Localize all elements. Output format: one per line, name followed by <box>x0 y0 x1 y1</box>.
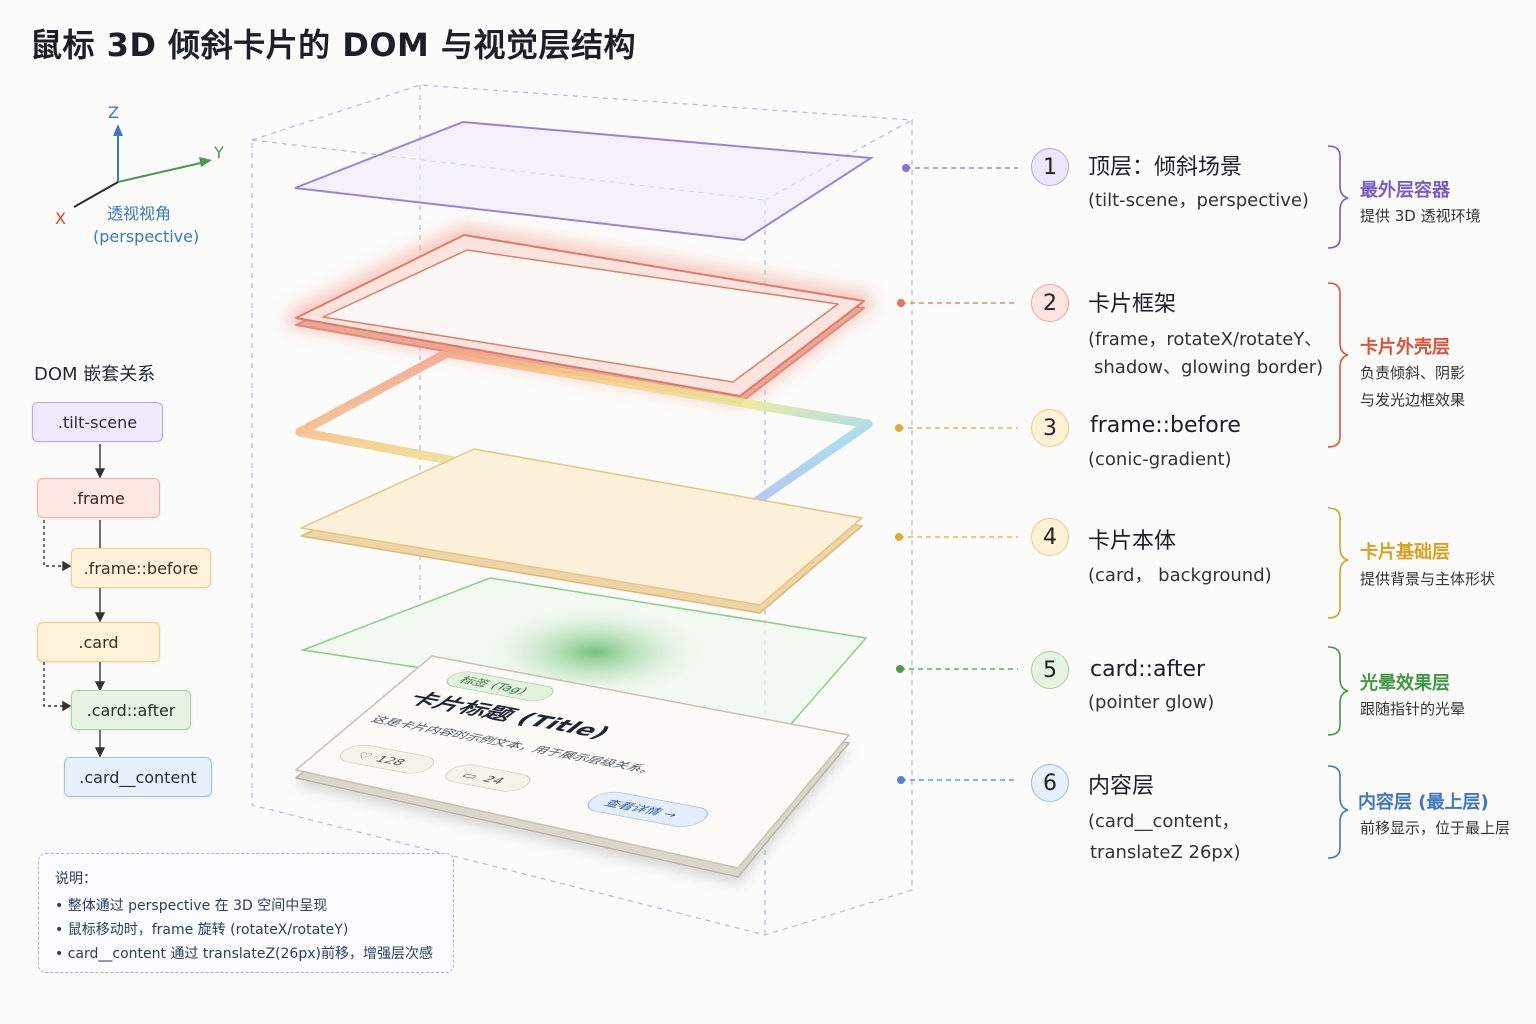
notes-box: 说明： 整体通过 perspective 在 3D 空间中呈现 鼠标移动时，fr… <box>38 853 454 973</box>
comment-icon: ▭ <box>458 771 482 782</box>
perspective-caption: 透视视角 <box>107 204 171 223</box>
layer-desc-frame-2: shadow、glowing border) <box>1094 357 1324 378</box>
note-item: 鼠标移动时，frame 旋转 (rotateX/rotateY) <box>55 918 437 942</box>
layer-card-content-plane: 标签 (Tag) 卡片标题 (Title) 这是卡片内容的示例文本，用于展示层级… <box>295 655 850 878</box>
z-axis-arrow-icon <box>113 124 123 136</box>
heart-icon: ♡ <box>352 751 375 762</box>
layer-frame-plane <box>287 226 873 405</box>
dom-node-card: .card <box>37 622 160 662</box>
view-details-button[interactable] <box>580 790 715 830</box>
dom-node-tilt-scene: .tilt-scene <box>32 402 163 442</box>
note-item: card__content 通过 translateZ(26px)前移，增强层次… <box>55 942 437 966</box>
layer-desc-frame-before: (conic-gradient) <box>1088 449 1232 470</box>
layer-title-frame: 卡片框架 <box>1088 292 1177 317</box>
group-desc-glow: 跟随指针的光晕 <box>1360 700 1466 718</box>
group-braces <box>1327 145 1349 859</box>
layer-number-badge: 5 <box>1031 651 1069 689</box>
layer-title-tilt-scene: 顶层：倾斜场景 <box>1088 155 1243 180</box>
y-axis <box>117 161 206 183</box>
layer-number-badge: 3 <box>1031 409 1069 447</box>
group-title-content: 内容层 (最上层) <box>1358 792 1489 813</box>
y-axis-arrow-icon <box>199 157 212 167</box>
notes-list: 整体通过 perspective 在 3D 空间中呈现 鼠标移动时，frame … <box>55 894 437 966</box>
group-title-outer-container: 最外层容器 <box>1360 180 1450 201</box>
dom-node-card-content: .card__content <box>64 757 212 797</box>
y-axis-label: Y <box>213 143 224 162</box>
connectors <box>899 167 1018 781</box>
like-pill[interactable] <box>333 743 440 776</box>
layer-title-frame-before: frame::before <box>1090 413 1241 438</box>
layer-desc-card-content-2: translateZ 26px) <box>1090 842 1241 863</box>
z-axis-label: Z <box>108 103 119 122</box>
x-axis-label: X <box>55 209 66 228</box>
layer-title-card-content: 内容层 <box>1088 774 1155 799</box>
perspective-caption-en: (perspective) <box>93 227 199 246</box>
card-tag-pill <box>446 671 554 702</box>
group-title-glow: 光晕效果层 <box>1360 673 1450 694</box>
dom-node-frame: .frame <box>37 478 160 518</box>
group-title-base: 卡片基础层 <box>1360 542 1450 563</box>
layer-number-badge: 1 <box>1031 148 1069 186</box>
group-desc-base: 提供背景与主体形状 <box>1360 570 1496 588</box>
layer-card-plane <box>300 448 863 614</box>
dom-tree-title: DOM 嵌套关系 <box>34 364 156 385</box>
dom-tree-connectors <box>43 444 106 758</box>
layer-desc-card: (card， background) <box>1088 565 1272 586</box>
note-item: 整体通过 perspective 在 3D 空间中呈现 <box>55 894 437 918</box>
group-desc-shell-2: 与发光边框效果 <box>1360 391 1466 409</box>
axes-indicator: Z Y X 透视视角 (perspective) <box>55 103 224 246</box>
layer-number-badge: 6 <box>1031 764 1069 802</box>
group-desc-shell: 负责倾斜、阴影 <box>1360 364 1466 382</box>
dom-node-card-after: .card::after <box>71 690 191 730</box>
connector-dots <box>895 164 910 784</box>
layer-number-badge: 2 <box>1031 284 1069 322</box>
group-desc-content: 前移显示，位于最上层 <box>1360 819 1511 837</box>
group-desc-outer-container: 提供 3D 透视环境 <box>1360 207 1481 225</box>
layer-tilt-scene-plane <box>294 120 874 242</box>
layer-title-card-after: card::after <box>1090 657 1206 682</box>
page-title: 鼠标 3D 倾斜卡片的 DOM 与视觉层结构 <box>30 26 637 64</box>
layer-desc-card-after: (pointer glow) <box>1088 692 1215 713</box>
layer-card-after-plane <box>300 577 868 725</box>
dom-node-frame-before: .frame::before <box>71 548 211 588</box>
layer-number-badge: 4 <box>1031 518 1069 556</box>
layer-desc-tilt-scene: (tilt-scene，perspective) <box>1088 190 1309 211</box>
layer-desc-frame: (frame，rotateX/rotateY、 <box>1088 329 1323 350</box>
layer-desc-card-content: (card__content， <box>1088 811 1240 832</box>
comment-pill[interactable] <box>439 763 537 794</box>
like-count: 128 <box>371 754 408 768</box>
notes-title: 说明： <box>55 871 97 887</box>
layer-title-card: 卡片本体 <box>1088 529 1177 554</box>
group-title-shell: 卡片外壳层 <box>1360 337 1450 358</box>
x-axis <box>73 181 119 208</box>
